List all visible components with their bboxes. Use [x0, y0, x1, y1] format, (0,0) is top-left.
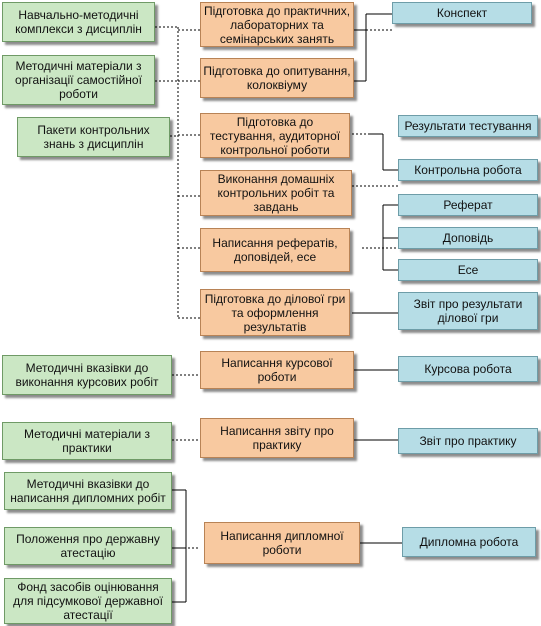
source-practice-materials: Методичні матеріали з практики [2, 422, 172, 460]
result-course-work: Курсова робота [398, 356, 538, 382]
result-practice-report-label: Звіт про практику [419, 434, 517, 448]
activity-coursework: Написання курсової роботи [200, 351, 354, 389]
activity-diploma-label: Написання дипломної роботи [220, 529, 344, 557]
result-report-label: Реферат [443, 198, 493, 212]
result-notes: Конспект [392, 2, 532, 24]
activity-colloquium-label: Підготовка до опитування, колоквіуму [203, 64, 351, 92]
source-assessment-fund-label: Фонд засобів оцінювання для підсумкової … [13, 580, 163, 622]
result-notes-label: Конспект [436, 6, 488, 20]
activity-practice-report: Написання звіту про практику [200, 418, 354, 458]
result-presentation: Доповідь [398, 227, 538, 249]
activity-testing-label: Підготовка до тестування, аудиторної кон… [209, 114, 341, 157]
source-self-work-label: Методичні матеріали з організації самост… [15, 59, 142, 101]
activity-practice-report-label: Написання звіту про практику [220, 424, 334, 452]
result-report: Реферат [398, 194, 538, 216]
activity-homework-label: Виконання домашніх контрольних робіт та … [217, 172, 335, 214]
source-assessment-fund: Фонд засобів оцінювання для підсумкової … [4, 578, 172, 624]
result-presentation-label: Доповідь [442, 231, 494, 245]
activity-homework: Виконання домашніх контрольних робіт та … [200, 170, 352, 216]
activity-business-game-label: Підготовка до ділової гри та оформлення … [204, 291, 346, 334]
source-diploma-guidelines: Методичні вказівки до написання дипломни… [4, 472, 172, 510]
result-control-work: Контрольна робота [398, 159, 538, 181]
activity-business-game: Підготовка до ділової гри та оформлення … [200, 289, 350, 336]
source-control-packages: Пакети контрольних знань з дисциплін [17, 117, 170, 157]
result-diploma-work: Дипломна робота [402, 527, 536, 557]
source-practice-materials-label: Методичні матеріали з практики [23, 427, 150, 455]
source-course-guidelines: Методичні вказівки до виконання курсових… [2, 355, 172, 395]
activity-practical: Підготовка до практичних, лабораторних т… [200, 2, 354, 47]
source-state-attestation: Положення про державну атестацію [4, 527, 172, 565]
source-nmk: Навчально-методичні комплекси з дисциплі… [2, 2, 155, 42]
result-game-report-label: Звіт про результати ділової гри [413, 297, 523, 325]
source-control-packages-label: Пакети контрольних знань з дисциплін [37, 123, 150, 151]
activity-practical-label: Підготовка до практичних, лабораторних т… [203, 3, 351, 46]
result-control-work-label: Контрольна робота [414, 163, 522, 177]
result-game-report: Звіт про результати ділової гри [398, 292, 538, 330]
source-course-guidelines-label: Методичні вказівки до виконання курсових… [15, 361, 159, 389]
activity-testing: Підготовка до тестування, аудиторної кон… [200, 113, 350, 158]
activity-diploma: Написання дипломної роботи [204, 522, 360, 564]
result-essay-label: Есе [457, 263, 479, 277]
result-test-results: Результати тестування [398, 115, 538, 137]
activity-essays: Написання рефератів, доповідей, есе [200, 228, 350, 272]
source-diploma-guidelines-label: Методичні вказівки до написання дипломни… [10, 477, 166, 505]
result-test-results-label: Результати тестування [404, 119, 532, 133]
result-essay: Есе [398, 259, 538, 281]
result-diploma-work-label: Дипломна робота [419, 535, 519, 549]
activity-coursework-label: Написання курсової роботи [221, 356, 333, 384]
source-self-work: Методичні матеріали з організації самост… [2, 55, 155, 105]
source-nmk-label: Навчально-методичні комплекси з дисциплі… [15, 8, 142, 36]
source-state-attestation-label: Положення про державну атестацію [16, 532, 160, 560]
result-course-work-label: Курсова робота [424, 362, 512, 376]
activity-essays-label: Написання рефератів, доповідей, есе [212, 236, 338, 264]
activity-colloquium: Підготовка до опитування, колоквіуму [200, 58, 354, 98]
result-practice-report: Звіт про практику [398, 428, 538, 454]
